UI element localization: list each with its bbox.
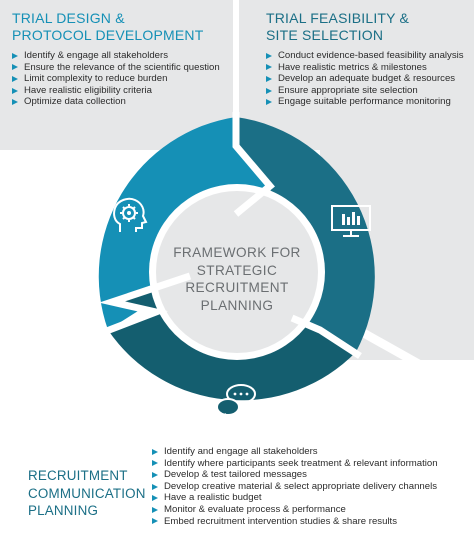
center-title: FRAMEWORK FOR STRATEGIC RECRUITMENT PLAN… <box>167 244 307 314</box>
list-item-text: Ensure the relevance of the scientific q… <box>24 61 220 73</box>
panel-separator <box>233 0 239 152</box>
list-item: Identify where participants seek treatme… <box>152 458 438 470</box>
bullet-arrow-icon <box>12 52 18 59</box>
bullet-arrow-icon <box>266 99 272 106</box>
chevron-right <box>290 314 362 359</box>
title-line: RECRUITMENT <box>28 468 128 483</box>
list-item-text: Identify where participants seek treatme… <box>164 457 438 469</box>
trial-feasibility-block: TRIAL FEASIBILITY & SITE SELECTION Condu… <box>266 10 464 108</box>
list-item: Have realistic eligibility criteria <box>12 85 220 97</box>
list-item: Identify & engage all stakeholders <box>12 50 220 62</box>
recruitment-title: RECRUITMENT COMMUNICATION PLANNING <box>28 467 146 520</box>
bullet-arrow-icon <box>152 483 158 490</box>
chevron-top <box>232 112 275 217</box>
list-item-text: Limit complexity to reduce burden <box>24 73 168 85</box>
title-line: TRIAL FEASIBILITY & <box>266 10 410 26</box>
title-line: SITE SELECTION <box>266 27 384 43</box>
trial-feasibility-list: Conduct evidence-based feasibility analy… <box>266 50 464 108</box>
list-item-text: Ensure appropriate site selection <box>278 84 418 96</box>
panel-separator-diag <box>360 326 474 400</box>
list-item-text: Optimize data collection <box>24 96 126 108</box>
trial-design-list: Identify & engage all stakeholders Ensur… <box>12 50 220 108</box>
list-item: Have realistic metrics & milestones <box>266 62 464 74</box>
list-item: Develop & test tailored messages <box>152 469 438 481</box>
list-item: Develop creative material & select appro… <box>152 481 438 493</box>
bullet-arrow-icon <box>152 506 158 513</box>
list-item: Have a realistic budget <box>152 492 438 504</box>
list-item: Engage suitable performance monitoring <box>266 96 464 108</box>
list-item-text: Develop an adequate budget & resources <box>278 73 456 85</box>
list-item: Conduct evidence-based feasibility analy… <box>266 50 464 62</box>
list-item: Ensure appropriate site selection <box>266 85 464 97</box>
recruitment-list: Identify and engage all stakeholders Ide… <box>152 446 438 527</box>
chevron-bottom <box>99 272 192 336</box>
list-item: Ensure the relevance of the scientific q… <box>12 62 220 74</box>
bullet-arrow-icon <box>152 460 158 467</box>
list-item: Embed recruitment intervention studies &… <box>152 516 438 528</box>
list-item: Optimize data collection <box>12 96 220 108</box>
speech-bubbles-icon <box>216 384 256 419</box>
list-item-text: Develop & test tailored messages <box>164 469 307 481</box>
title-line: COMMUNICATION <box>28 485 146 501</box>
bullet-arrow-icon <box>266 52 272 59</box>
bullet-arrow-icon <box>12 99 18 106</box>
list-item-text: Have realistic metrics & milestones <box>278 61 427 73</box>
list-item-text: Monitor & evaluate process & performance <box>164 503 346 515</box>
bullet-arrow-icon <box>152 495 158 502</box>
list-item: Limit complexity to reduce burden <box>12 73 220 85</box>
list-item-text: Develop creative material & select appro… <box>164 480 438 492</box>
bullet-arrow-icon <box>12 64 18 71</box>
bullet-arrow-icon <box>152 518 158 525</box>
list-item-text: Identify and engage all stakeholders <box>164 446 318 457</box>
list-item: Monitor & evaluate process & performance <box>152 504 438 516</box>
list-item: Identify and engage all stakeholders <box>152 446 438 458</box>
list-item-text: Have a realistic budget <box>164 492 262 504</box>
trial-feasibility-title: TRIAL FEASIBILITY & SITE SELECTION <box>266 10 464 44</box>
title-line: TRIAL DESIGN & <box>12 10 125 26</box>
center-circle-inner <box>156 191 318 353</box>
bullet-arrow-icon <box>152 448 158 455</box>
list-item-text: Have realistic eligibility criteria <box>24 84 152 96</box>
center-title-line: PLANNING <box>200 297 274 313</box>
bullet-arrow-icon <box>12 87 18 94</box>
bullet-arrow-icon <box>266 75 272 82</box>
text-area-top-left <box>0 0 233 118</box>
center-title-line: STRATEGIC <box>196 262 278 278</box>
list-item-text: Identify & engage all stakeholders <box>24 50 168 61</box>
title-line: PLANNING <box>28 503 99 518</box>
head-gear-icon <box>113 197 148 232</box>
bullet-arrow-icon <box>266 87 272 94</box>
bullet-arrow-icon <box>12 75 18 82</box>
title-line: PROTOCOL DEVELOPMENT <box>12 27 204 43</box>
list-item: Develop an adequate budget & resources <box>266 73 464 85</box>
list-item-text: Engage suitable performance monitoring <box>278 96 451 108</box>
cycle-ring <box>98 112 375 401</box>
list-item-text: Conduct evidence-based feasibility analy… <box>278 50 464 61</box>
bullet-arrow-icon <box>266 64 272 71</box>
recruitment-block: Identify and engage all stakeholders Ide… <box>152 446 438 527</box>
center-title-line: RECRUITMENT <box>185 280 289 295</box>
monitor-chart-icon <box>331 205 371 237</box>
list-item-text: Embed recruitment intervention studies &… <box>164 515 398 527</box>
trial-design-block: TRIAL DESIGN & PROTOCOL DEVELOPMENT Iden… <box>12 10 220 108</box>
trial-design-title: TRIAL DESIGN & PROTOCOL DEVELOPMENT <box>12 10 220 44</box>
recruitment-title-block: RECRUITMENT COMMUNICATION PLANNING <box>28 467 146 520</box>
center-title-line: FRAMEWORK FOR <box>173 245 301 260</box>
bullet-arrow-icon <box>152 471 158 478</box>
